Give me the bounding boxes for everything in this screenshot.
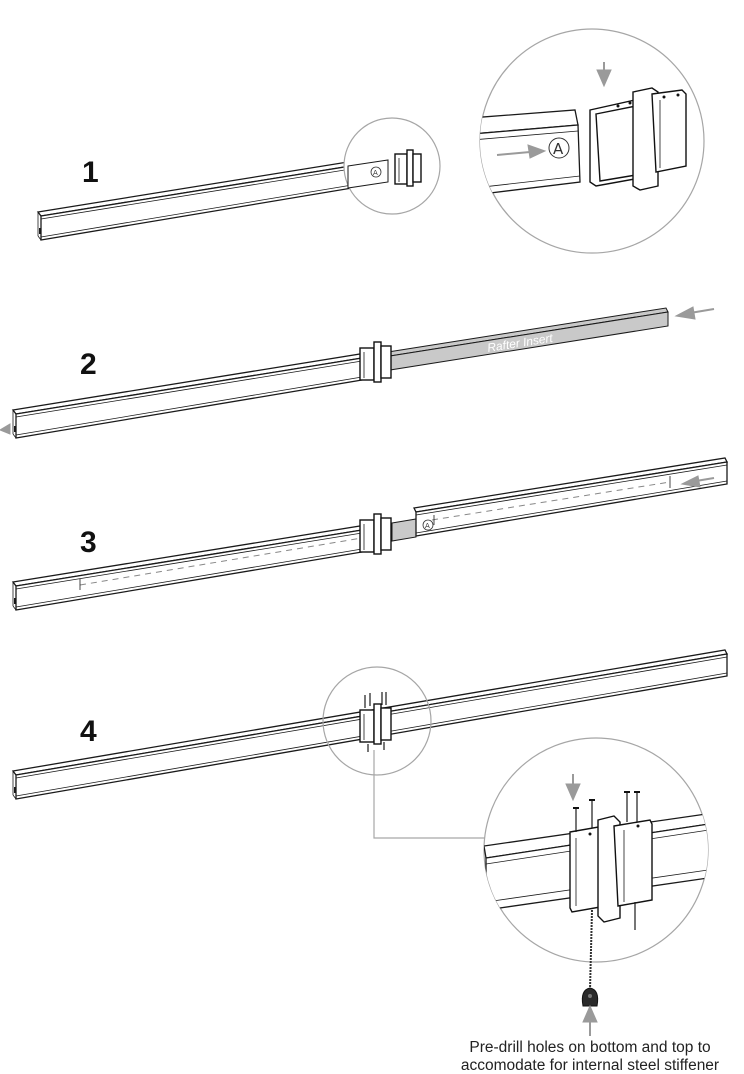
step-2-push-arrow <box>674 306 715 320</box>
step-4-number: 4 <box>80 715 97 748</box>
step-3-marker: A <box>425 522 430 530</box>
step-4-leader-line <box>373 750 486 839</box>
step-4-up-arrow <box>582 1004 598 1036</box>
step-4-caption-line-2: accomodate for internal steel stiffener <box>461 1057 719 1074</box>
step-1-bracket-small <box>394 149 422 187</box>
step-3-left-rafter <box>11 525 363 611</box>
step-1-number: 1 <box>82 156 99 189</box>
step-1-marker-small: A <box>373 169 378 177</box>
step-1-small-callout <box>343 117 441 215</box>
step-1-insert-arrow <box>496 144 547 159</box>
step-4: 4 <box>11 649 728 1074</box>
step-1-rafter <box>36 155 390 241</box>
step-3-bracket <box>359 513 392 555</box>
step-2-bracket <box>359 341 392 383</box>
step-3-insert-visible <box>391 518 417 542</box>
step-4-steel-stiffener <box>581 909 599 1007</box>
step-1-marker-large: A <box>553 140 564 158</box>
step-2-rafter <box>11 353 363 439</box>
step-3-right-rafter <box>413 457 728 537</box>
step-2: 2 Rafter Insert <box>0 306 715 439</box>
step-4-caption-line-1: Pre-drill holes on bottom and top to <box>469 1039 710 1056</box>
step-2-number: 2 <box>80 348 97 381</box>
step-3-number: 3 <box>80 526 97 559</box>
step-4-detail-screws <box>573 791 640 930</box>
step-1: 1 A <box>36 28 705 254</box>
step-4-down-arrow <box>565 774 581 802</box>
step-3: 3 A <box>11 457 728 611</box>
step-1-down-arrow <box>596 62 612 88</box>
step-2-rafter-insert: Rafter Insert <box>387 307 669 371</box>
step-1-marker-circle-large <box>548 137 570 159</box>
step-3-marker-circle <box>422 519 434 531</box>
step-1-marker-circle-small <box>370 166 382 178</box>
step-4-small-callout <box>322 666 432 776</box>
step-4-bracket <box>359 692 392 752</box>
step-2-left-arrow <box>0 423 11 435</box>
step-1-bracket-large <box>589 87 687 191</box>
step-3-push-arrow <box>680 475 715 488</box>
step-4-detail-bracket <box>569 815 653 923</box>
